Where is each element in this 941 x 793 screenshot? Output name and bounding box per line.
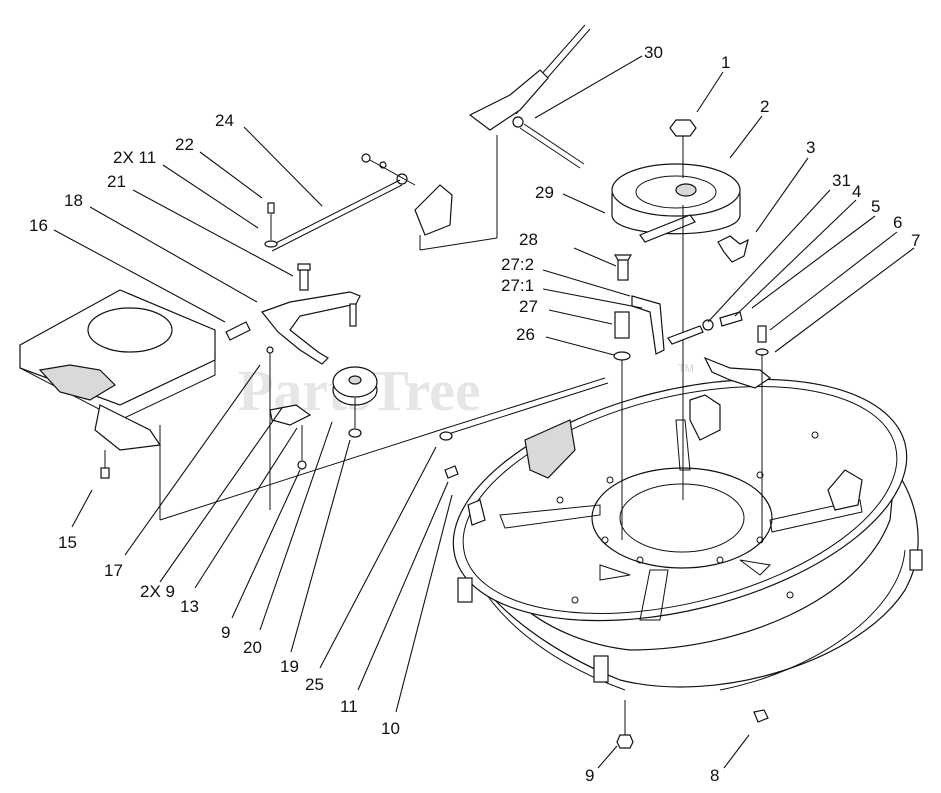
callout-9-bottom[interactable]: 9 [585,766,594,785]
idler-bracket [613,254,665,361]
callout-22[interactable]: 22 [175,135,194,154]
callout-11[interactable]: 11 [340,697,358,716]
handle-bracket [361,153,498,251]
callout-29[interactable]: 29 [535,183,554,202]
callout-2x11[interactable]: 2X 11 [113,148,156,167]
callout-25[interactable]: 25 [305,675,324,694]
washer-25 [439,431,453,441]
callout-6[interactable]: 6 [893,213,902,232]
callout-2x9[interactable]: 2X 9 [140,582,175,601]
callout-18[interactable]: 18 [64,191,83,210]
nut-9 [616,734,634,749]
nut-8 [753,709,769,723]
lift-handle [468,24,591,238]
idler-arm [225,263,361,510]
callout-2[interactable]: 2 [760,97,769,116]
callout-21[interactable]: 21 [107,172,126,191]
watermark-tm: TM [678,363,694,375]
link-rod [269,179,401,247]
callout-28[interactable]: 28 [519,230,538,249]
callout-27-2[interactable]: 27:2 [501,255,534,274]
callout-8[interactable]: 8 [710,766,719,785]
callout-7[interactable]: 7 [911,231,920,250]
idler-pulley [332,366,378,438]
callout-9-left[interactable]: 9 [221,623,230,642]
callout-31[interactable]: 31 [832,171,851,190]
pulley-nut [669,119,697,137]
belt-guide [717,235,749,263]
spindle-pulley [611,163,741,243]
callout-5[interactable]: 5 [871,197,880,216]
callout-1[interactable]: 1 [721,53,730,72]
mower-deck [452,378,923,691]
callout-13[interactable]: 13 [180,597,199,616]
callout-16[interactable]: 16 [29,216,48,235]
mount-plate [19,289,216,479]
callout-19[interactable]: 19 [280,657,299,676]
callout-26[interactable]: 26 [516,325,535,344]
callout-20[interactable]: 20 [243,638,262,657]
callout-10[interactable]: 10 [381,719,400,738]
callout-24[interactable]: 24 [215,111,234,130]
callout-27-1[interactable]: 27:1 [501,276,534,295]
callout-3[interactable]: 3 [806,138,815,157]
clip-10 [444,465,459,479]
callout-27[interactable]: 27 [519,297,538,316]
callout-4[interactable]: 4 [852,182,861,201]
callout-30[interactable]: 30 [644,43,663,62]
callout-17[interactable]: 17 [104,561,123,580]
callout-15[interactable]: 15 [58,533,77,552]
leader-lines [53,55,915,769]
control-rod [439,377,606,431]
